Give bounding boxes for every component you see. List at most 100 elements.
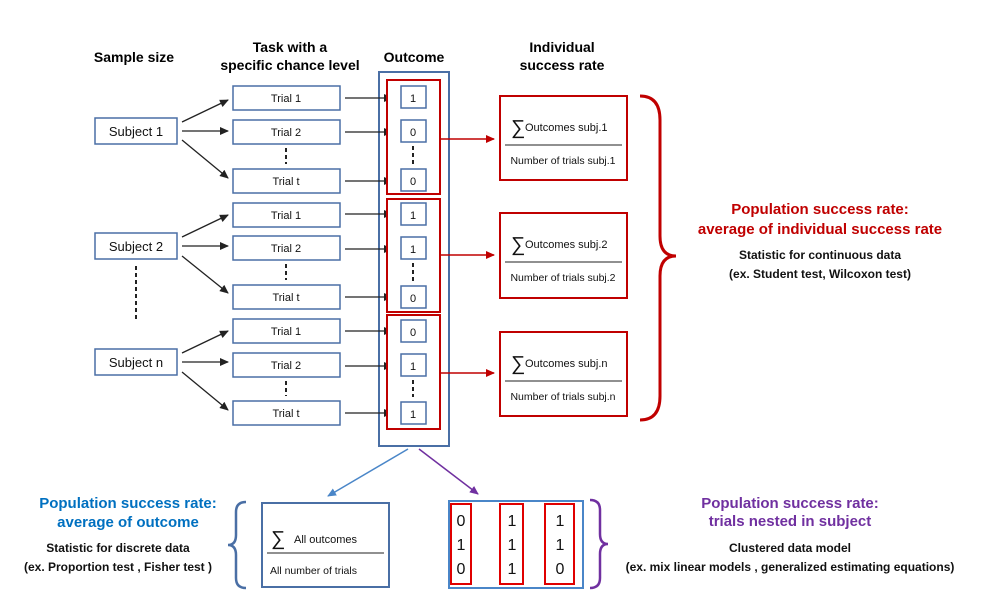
header-outcome: Outcome xyxy=(384,49,445,65)
purple-bracket xyxy=(589,498,609,590)
outcome-cell xyxy=(400,85,427,109)
outcome-value: 1 xyxy=(410,244,416,256)
subject-label-n: Subject n xyxy=(109,355,163,370)
outcome-cell xyxy=(400,353,427,377)
trial-box xyxy=(232,168,341,194)
trial-box xyxy=(232,400,341,426)
matrix-value: 1 xyxy=(457,537,466,554)
trial-label: Trial 2 xyxy=(271,243,301,255)
outcome-value: 0 xyxy=(410,293,416,305)
sigma-symbol: ∑ xyxy=(511,117,525,139)
outcome-cell xyxy=(400,319,427,343)
outcome-cell xyxy=(400,401,427,425)
trial-label: Trial t xyxy=(272,408,299,420)
nested-column-red xyxy=(499,503,524,585)
trial-label: Trial t xyxy=(272,176,299,188)
trial-label: Trial 1 xyxy=(271,326,301,338)
rate-denominator-1: Number of trials subj.1 xyxy=(510,155,615,167)
pooled-rate-box xyxy=(261,502,390,588)
trial-label: Trial t xyxy=(272,292,299,304)
pop-individual-title-line1: Population success rate: xyxy=(731,201,909,218)
trial-label: Trial 1 xyxy=(271,210,301,222)
pop-outcome-title-line1: Population success rate: xyxy=(39,495,217,512)
trial-box xyxy=(232,352,341,378)
outcome-value: 0 xyxy=(410,327,416,339)
subject-box-n xyxy=(94,348,178,376)
matrix-value: 1 xyxy=(508,561,517,578)
pooled-numerator: All outcomes xyxy=(294,534,357,546)
red-brace xyxy=(639,94,677,422)
rate-denominator-2: Number of trials subj.2 xyxy=(510,272,615,284)
outcome-to-nested-arrow xyxy=(418,448,479,495)
matrix-value: 0 xyxy=(556,561,565,578)
blue-bracket xyxy=(227,500,247,590)
trial-box xyxy=(232,284,341,310)
matrix-value: 0 xyxy=(457,513,466,530)
trial-box xyxy=(232,202,341,228)
individual-rate-box-1 xyxy=(499,95,628,181)
trial-box xyxy=(232,318,341,344)
subject-group-n: Subject n Trial 1 Trial 2 Trial t 0 1 1 … xyxy=(94,314,628,430)
subject-group-2: Subject 2 Trial 1 Trial 2 Trial t 1 1 0 … xyxy=(94,198,628,313)
matrix-value: 1 xyxy=(508,513,517,530)
pop-nested-stat-line2: (ex. mix linear models , generalized est… xyxy=(626,560,955,574)
outcome-cell xyxy=(400,119,427,143)
header-task-line1: Task with a xyxy=(253,39,328,55)
outcome-cell xyxy=(400,236,427,260)
nested-column-red xyxy=(450,503,472,585)
individual-rate-box-2 xyxy=(499,212,628,299)
pop-outcome-stat-line2: (ex. Proportion test , Fisher test ) xyxy=(24,560,212,574)
subject-to-trial-arrow xyxy=(181,255,229,294)
outcome-cell xyxy=(400,202,427,226)
sigma-symbol: ∑ xyxy=(271,528,285,550)
matrix-value: 1 xyxy=(556,537,565,554)
header-sample-size: Sample size xyxy=(94,49,174,65)
outcome-value: 0 xyxy=(410,176,416,188)
subject-box-1 xyxy=(94,117,178,145)
outcome-cell xyxy=(400,285,427,309)
matrix-value: 1 xyxy=(508,537,517,554)
trial-label: Trial 1 xyxy=(271,93,301,105)
matrix-value: 0 xyxy=(457,561,466,578)
subject-box-2 xyxy=(94,232,178,260)
pop-individual-stat-line2: (ex. Student test, Wilcoxon test) xyxy=(729,267,911,281)
subject-to-trial-arrow xyxy=(181,139,229,179)
subject-to-trial-arrow xyxy=(181,214,229,238)
rate-numerator-2: Outcomes subj.2 xyxy=(525,239,608,251)
header-task-line2: specific chance level xyxy=(220,57,359,73)
pop-nested-title-line2: trials nested in subject xyxy=(709,513,872,530)
pop-individual-title-line2: average of individual success rate xyxy=(698,221,942,238)
subject-label-2: Subject 2 xyxy=(109,239,163,254)
pop-nested-stat-line1: Clustered data model xyxy=(729,541,851,555)
outcome-value: 1 xyxy=(410,210,416,222)
pop-outcome-stat-line1: Statistic for discrete data xyxy=(46,541,190,555)
rate-numerator-n: Outcomes subj.n xyxy=(525,358,608,370)
nested-column-red xyxy=(544,503,575,585)
header-individual-line2: success rate xyxy=(520,57,605,73)
outcome-cell xyxy=(400,168,427,192)
subject-to-trial-arrow xyxy=(181,330,229,354)
sigma-symbol: ∑ xyxy=(511,234,525,256)
pooled-denominator: All number of trials xyxy=(270,565,357,577)
rate-denominator-n: Number of trials subj.n xyxy=(510,391,615,403)
rate-numerator-1: Outcomes subj.1 xyxy=(525,122,608,134)
trial-box xyxy=(232,85,341,111)
pop-individual-stat-line1: Statistic for continuous data xyxy=(739,248,901,262)
subject-group-1: Subject 1 Trial 1 Trial 2 Trial t 1 0 0 … xyxy=(94,79,628,195)
matrix-value: 1 xyxy=(556,513,565,530)
outcome-to-pooled-arrow xyxy=(327,448,409,497)
individual-rate-box-n xyxy=(499,331,628,417)
sigma-symbol: ∑ xyxy=(511,353,525,375)
header-individual-line1: Individual xyxy=(529,39,594,55)
trial-box xyxy=(232,235,341,261)
outcome-value: 0 xyxy=(410,127,416,139)
subject-to-trial-arrow xyxy=(181,99,229,123)
subject-label-1: Subject 1 xyxy=(109,124,163,139)
outcome-value: 1 xyxy=(410,361,416,373)
outcome-value: 1 xyxy=(410,93,416,105)
trial-label: Trial 2 xyxy=(271,127,301,139)
trial-box xyxy=(232,119,341,145)
pop-nested-title-line1: Population success rate: xyxy=(701,495,879,512)
subject-to-trial-arrow xyxy=(181,371,229,411)
